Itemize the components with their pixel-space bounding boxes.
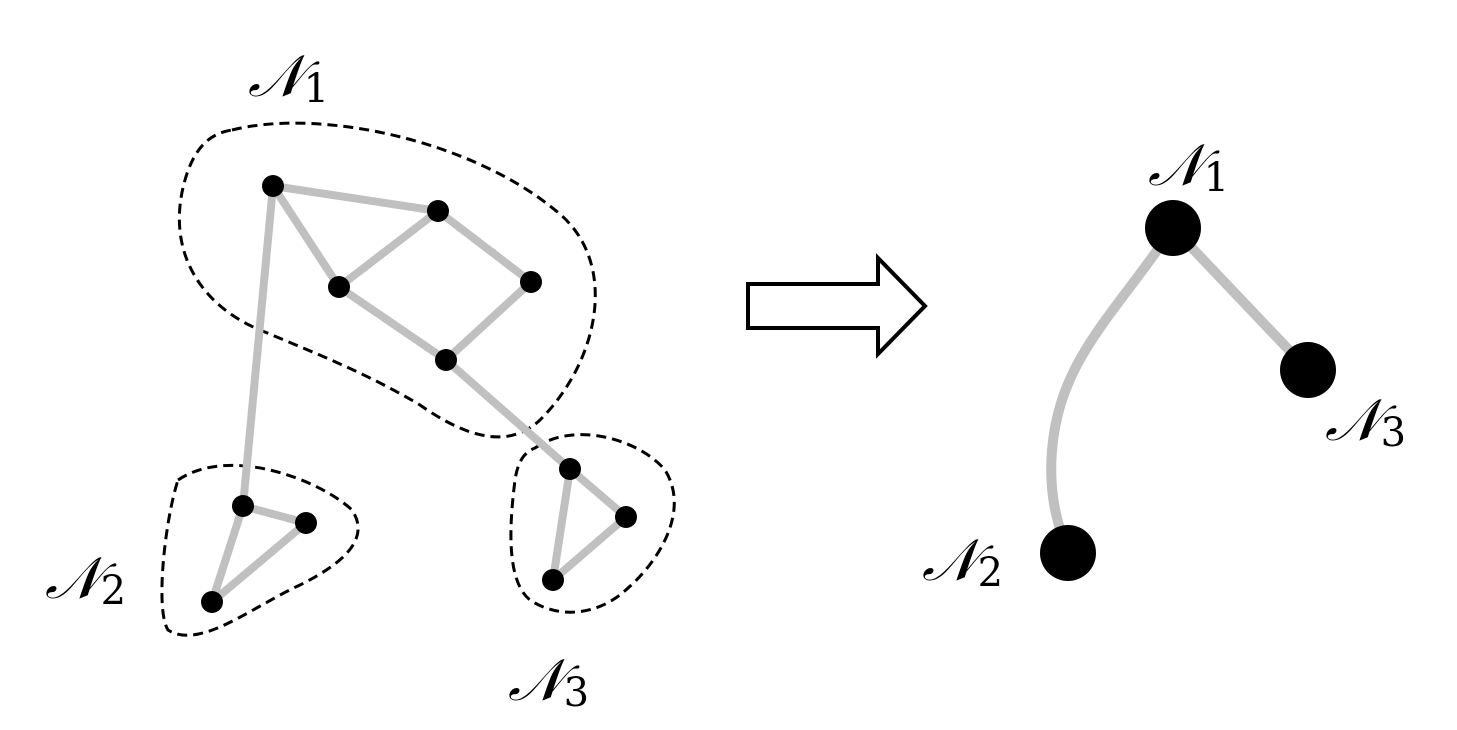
- supernode-n3: [1280, 342, 1336, 398]
- edge: [269, 182, 343, 291]
- left-edges: [208, 182, 630, 606]
- edge: [549, 513, 630, 584]
- node: [542, 569, 564, 591]
- edge: [208, 519, 310, 606]
- node: [232, 495, 254, 517]
- cluster-boundary-n2: [160, 464, 360, 637]
- edge: [335, 283, 450, 364]
- supernode-label-n2: 𝒩2: [922, 526, 1003, 596]
- edge: [269, 182, 442, 215]
- node: [520, 271, 542, 293]
- edge: [1046, 223, 1178, 558]
- edge: [434, 207, 535, 286]
- right-hollow-arrow-icon: [746, 253, 928, 359]
- edge: [566, 465, 630, 521]
- node: [295, 512, 317, 534]
- node: [427, 200, 449, 222]
- left-nodes: [201, 175, 637, 613]
- edge: [208, 502, 247, 606]
- node: [615, 506, 637, 528]
- supernode-label-n1: 𝒩1: [1148, 131, 1229, 201]
- cluster-label-n2: 𝒩2: [45, 544, 126, 614]
- edge: [442, 356, 574, 473]
- node: [262, 175, 284, 197]
- supernode-label-n3: 𝒩3: [1325, 386, 1406, 456]
- right-graph: 𝒩1 𝒩2 𝒩3: [922, 131, 1406, 596]
- edge: [1168, 223, 1313, 375]
- supernode-n2: [1040, 525, 1096, 581]
- edge: [549, 465, 574, 584]
- cluster-boundary-n1: [177, 121, 597, 439]
- supernode-n1: [1145, 200, 1201, 256]
- node: [201, 591, 223, 613]
- edge: [335, 207, 442, 291]
- cluster-label-n3: 𝒩3: [508, 646, 589, 716]
- edge: [239, 182, 277, 510]
- edge: [442, 278, 535, 364]
- node: [328, 276, 350, 298]
- node: [559, 458, 581, 480]
- left-graph: 𝒩1 𝒩2 𝒩3: [45, 42, 676, 716]
- node: [435, 349, 457, 371]
- cluster-label-n1: 𝒩1: [248, 42, 329, 112]
- cluster-boundary-n3: [509, 433, 676, 614]
